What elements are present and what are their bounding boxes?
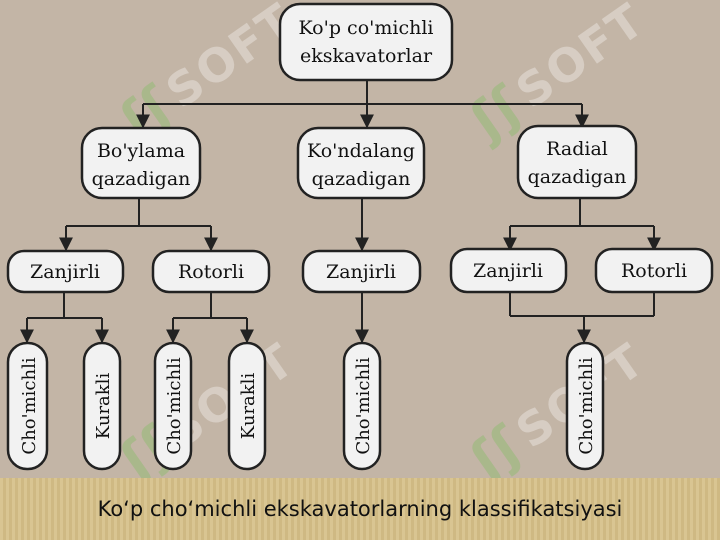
node-kurakli-2: Kurakli bbox=[227, 341, 267, 471]
node-rotorli-radial-label: Rotorli bbox=[621, 260, 687, 282]
classification-diagram: Ko'p co'michli ekskavatorlar Bo'ylama qa… bbox=[6, 2, 714, 471]
node-zanjirli-radial-label: Zanjirli bbox=[473, 260, 543, 282]
connector-lines bbox=[20, 80, 661, 344]
node-zanjirli-boylama: Zanjirli bbox=[6, 249, 125, 294]
node-rotorli-boylama-label: Rotorli bbox=[178, 261, 244, 283]
node-root-line1: Ko'p co'michli bbox=[299, 17, 434, 39]
node-rotorli-boylama: Rotorli bbox=[151, 249, 271, 294]
node-chomichli-4: Cho'michli bbox=[565, 341, 605, 471]
node-radial-line1: Radial bbox=[546, 138, 608, 160]
node-zanjirli-boylama-label: Zanjirli bbox=[30, 261, 100, 283]
node-root: Ko'p co'michli ekskavatorlar bbox=[278, 2, 454, 82]
node-kondalang-line2: qazadigan bbox=[312, 168, 411, 190]
node-zanjirli-radial: Zanjirli bbox=[449, 247, 568, 294]
node-kondalang-qazadigan: Ko'ndalang qazadigan bbox=[296, 126, 426, 200]
node-kurakli-2-label: Kurakli bbox=[238, 373, 259, 440]
node-zanjirli-kondalang-label: Zanjirli bbox=[326, 261, 396, 283]
node-radial-qazadigan: Radial qazadigan bbox=[516, 124, 638, 200]
caption-band: Ko‘p cho‘michli ekskavatorlarning klassi… bbox=[0, 478, 720, 540]
node-kurakli-1: Kurakli bbox=[82, 341, 122, 471]
node-chomichli-3: Cho'michli bbox=[342, 341, 382, 471]
node-boylama-line1: Bo'ylama bbox=[97, 140, 185, 162]
node-chomichli-2: Cho'michli bbox=[153, 341, 193, 471]
node-kondalang-line1: Ko'ndalang bbox=[307, 140, 415, 162]
node-radial-line2: qazadigan bbox=[528, 166, 627, 188]
node-chomichli-4-label: Cho'michli bbox=[576, 357, 597, 454]
node-zanjirli-kondalang: Zanjirli bbox=[301, 249, 422, 294]
node-chomichli-1: Cho'michli bbox=[6, 341, 49, 471]
node-boylama-qazadigan: Bo'ylama qazadigan bbox=[80, 126, 202, 200]
node-rotorli-radial: Rotorli bbox=[594, 247, 714, 294]
slide-caption: Ko‘p cho‘michli ekskavatorlarning klassi… bbox=[97, 497, 623, 521]
node-root-line2: ekskavatorlar bbox=[300, 45, 433, 67]
node-chomichli-1-label: Cho'michli bbox=[19, 357, 40, 454]
node-boylama-line2: qazadigan bbox=[92, 168, 191, 190]
node-chomichli-3-label: Cho'michli bbox=[353, 357, 374, 454]
node-kurakli-1-label: Kurakli bbox=[93, 373, 114, 440]
node-chomichli-2-label: Cho'michli bbox=[164, 357, 185, 454]
